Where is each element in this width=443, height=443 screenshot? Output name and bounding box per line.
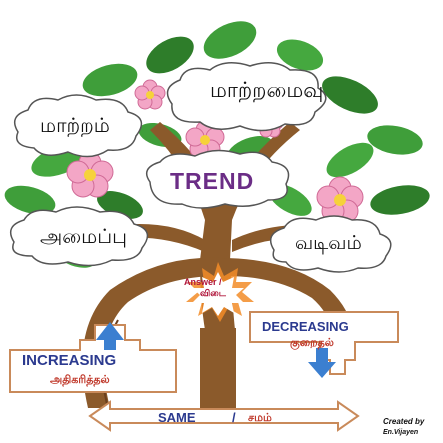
up-arrow-icon	[96, 322, 124, 350]
label-decreasing: DECREASING	[262, 319, 349, 334]
label-increasing: INCREASING	[22, 352, 117, 369]
trend-title: TREND	[170, 168, 255, 194]
cloud-top-right	[166, 62, 327, 132]
label-same: SAME	[158, 410, 196, 425]
cloud-center	[145, 149, 290, 209]
increasing-arrow-box	[9, 324, 177, 393]
credit-created-by: Created by	[383, 417, 425, 426]
label-vadivam: வடிவம்	[295, 232, 362, 254]
double-arrow-icon	[88, 400, 360, 432]
label-kuraithal: குறைதல்	[290, 336, 334, 349]
down-arrow-icon	[308, 348, 336, 378]
credit-author: En.Vijayen	[383, 429, 419, 436]
label-answer: Answer /	[184, 277, 222, 287]
label-athikarithal: அதிகரித்தல்	[50, 373, 110, 386]
label-marramaivu: மாற்றமைவு	[210, 78, 324, 102]
cloud-top-left	[13, 94, 143, 158]
cloud-bottom-left	[9, 206, 149, 267]
decreasing-arrow-box	[249, 311, 399, 375]
answer-burst	[186, 262, 254, 322]
label-slash: /	[232, 410, 236, 425]
label-marram: மாற்றம்	[40, 113, 110, 137]
cloud-bottom-right	[269, 215, 392, 273]
label-samam: சமம்	[248, 411, 272, 424]
label-amaippu: அமைப்பு	[40, 224, 128, 248]
label-vidai: விடை	[200, 289, 226, 299]
